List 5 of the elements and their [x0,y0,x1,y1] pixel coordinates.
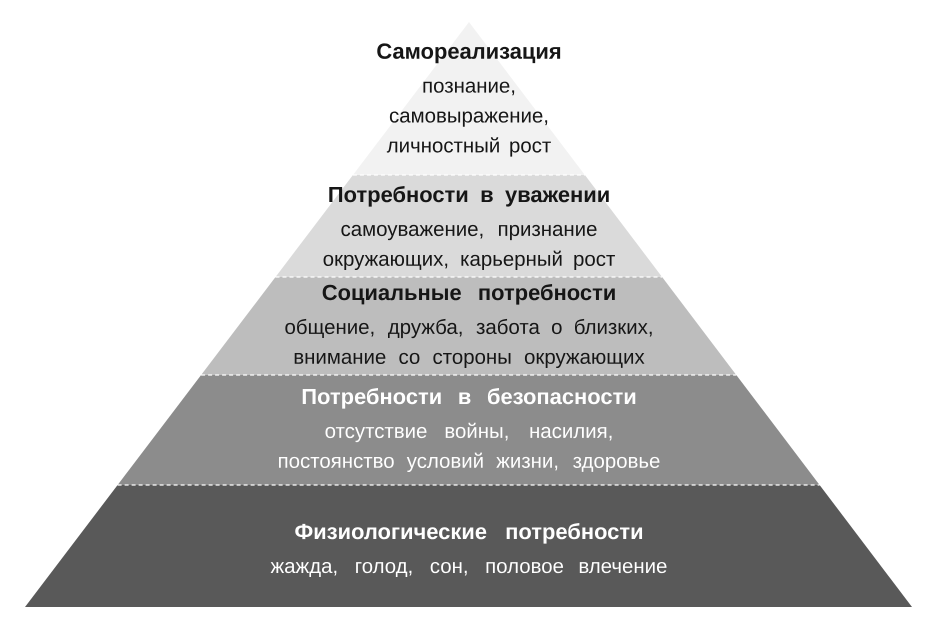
pyramid-apex: Самореализация познание, самовыражение, личностный рост [352,22,585,175]
pyramid-level: Социальные потребности общение, дружба, забота о близких, внимание со стороны окружающих [201,277,736,375]
pyramid-base: Физиологические потребности жажда, голод, сон, половое влечение [25,485,912,607]
pyramid-level: Потребности в безопасности отсутствие войны, насилия, постоянство условий жизни, здоровье [118,375,820,485]
pyramid-level: Потребности в уважении самоуважение, признание окружающих, карьерный рост [276,175,662,277]
